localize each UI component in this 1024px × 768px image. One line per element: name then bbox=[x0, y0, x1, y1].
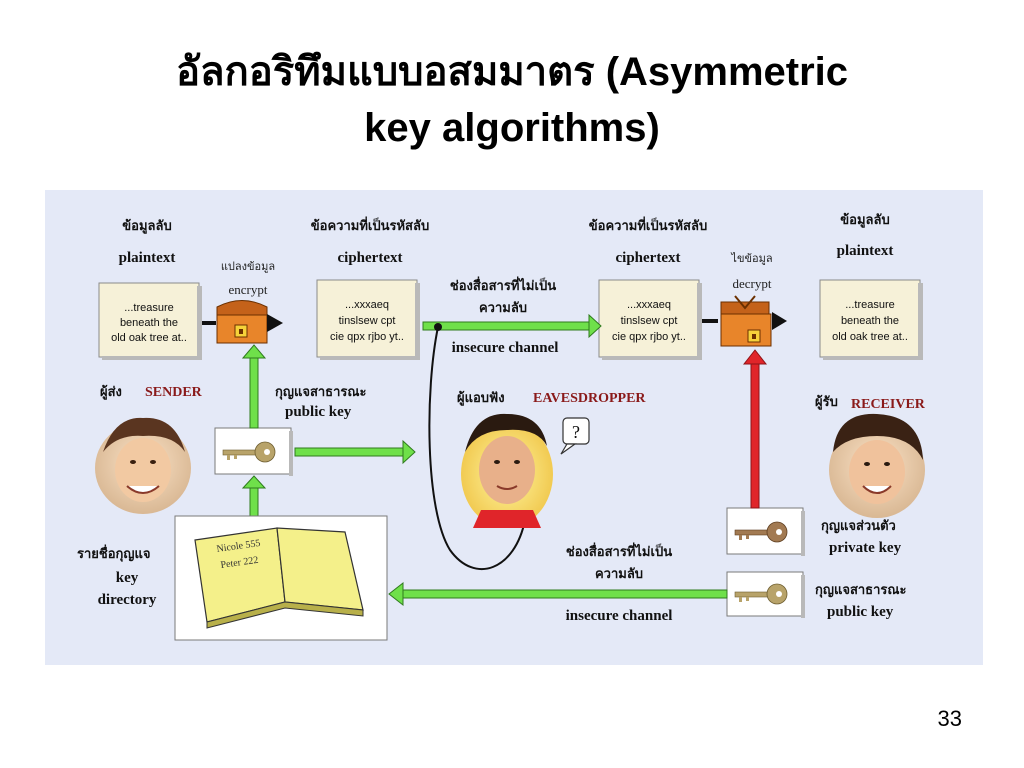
ciphertext-left-line-2: tinslsew cpt bbox=[339, 315, 396, 327]
public-key-receiver-thai: กุญแจสาธารณะ bbox=[815, 583, 906, 598]
plaintext-right-line-1: ...treasure bbox=[845, 299, 895, 311]
channel-bottom-en: insecure channel bbox=[566, 608, 673, 624]
decrypt-thai: ไขข้อมูล bbox=[730, 252, 772, 265]
ciphertext-left-thai: ข้อความที่เป็นรหัสลับ bbox=[311, 216, 429, 234]
receiver-thai: ผู้รับ bbox=[815, 394, 838, 410]
key-icon bbox=[222, 441, 276, 463]
page-number: 33 bbox=[937, 706, 962, 731]
public-key-sender-en: public key bbox=[285, 404, 352, 420]
channel-bottom-thai-2: ความลับ bbox=[595, 567, 643, 582]
ciphertext-right-en: ciphertext bbox=[616, 250, 681, 266]
tap-point bbox=[434, 323, 442, 331]
eavesdropper-tap-line bbox=[428, 326, 526, 570]
key-directory-thai: รายชื่อกุญแจ bbox=[77, 544, 150, 562]
key-directory-en-2: directory bbox=[98, 592, 157, 608]
key-to-encrypt-arrow bbox=[241, 344, 267, 429]
ciphertext-right-thai: ข้อความที่เป็นรหัสลับ bbox=[589, 216, 707, 234]
sender-thai: ผู้ส่ง bbox=[100, 384, 122, 400]
ciphertext-left-line-3: cie qpx rjbo yt.. bbox=[330, 331, 404, 343]
private-key-en: private key bbox=[829, 540, 902, 556]
title-line-2: key algorithms) bbox=[364, 106, 660, 150]
encrypt-chest-icon bbox=[216, 300, 268, 344]
question-bubble-text: ? bbox=[572, 422, 580, 442]
title-line-1: อัลกอริทึมแบบอสมมาตร (Asymmetric bbox=[175, 50, 849, 94]
plaintext-left-line-2: beneath the bbox=[120, 317, 178, 329]
eavesdropper-thai: ผู้แอบฟัง bbox=[457, 390, 505, 406]
receiver-public-key-icon bbox=[734, 583, 788, 605]
private-key-thai: กุญแจส่วนตัว bbox=[821, 519, 896, 534]
private-key-icon bbox=[734, 521, 788, 543]
plaintext-right-line-2: beneath the bbox=[841, 315, 899, 327]
channel-top-thai-2: ความลับ bbox=[479, 301, 527, 316]
bottom-channel-arrow bbox=[388, 581, 728, 607]
book-line-2: Peter 222 bbox=[220, 555, 259, 571]
ciphertext-left-document: ...xxxaeq tinslsew cpt cie qpx rjbo yt.. bbox=[316, 279, 420, 360]
plaintext-left-document: ...treasure beneath the old oak tree at.… bbox=[98, 282, 202, 360]
key-directory-en-1: key bbox=[116, 570, 139, 586]
eavesdropper-avatar bbox=[461, 413, 553, 528]
encrypt-en: encrypt bbox=[229, 282, 268, 297]
plaintext-right-en: plaintext bbox=[837, 243, 894, 259]
ciphertext-right-line-3: cie qpx rjbo yt.. bbox=[612, 331, 686, 343]
encrypt-thai: แปลงข้อมูล bbox=[221, 260, 275, 273]
sender-en: SENDER bbox=[145, 385, 203, 400]
plaintext-left-en: plaintext bbox=[119, 250, 176, 266]
ciphertext-right-line-1: ...xxxaeq bbox=[627, 299, 671, 311]
plaintext-right-document: ...treasure beneath the old oak tree at.… bbox=[819, 279, 923, 360]
channel-top-en: insecure channel bbox=[452, 340, 559, 356]
plaintext-left-line-3: old oak tree at.. bbox=[111, 332, 187, 344]
public-key-broadcast-arrow bbox=[294, 439, 416, 465]
eavesdropper-en: EAVESDROPPER bbox=[533, 391, 646, 406]
public-key-sender-thai: กุญแจสาธารณะ bbox=[275, 385, 366, 400]
plaintext-left-thai: ข้อมูลลับ bbox=[122, 218, 171, 234]
decrypt-chest-icon bbox=[720, 295, 772, 347]
slide-title: อัลกอริทึมแบบอสมมาตร (Asymmetric key alg… bbox=[40, 44, 984, 156]
public-key-receiver-en: public key bbox=[827, 604, 894, 620]
plaintext-left-line-1: ...treasure bbox=[124, 302, 174, 314]
ciphertext-right-document: ...xxxaeq tinslsew cpt cie qpx rjbo yt.. bbox=[598, 279, 702, 360]
receiver-avatar bbox=[829, 413, 925, 518]
ciphertext-left-line-1: ...xxxaeq bbox=[345, 299, 389, 311]
ciphertext-right-line-2: tinslsew cpt bbox=[621, 315, 678, 327]
sender-avatar bbox=[95, 417, 191, 514]
channel-bottom-thai-1: ช่องสื่อสารที่ไม่เป็น bbox=[566, 542, 672, 560]
key-directory-book-icon: Nicole 555 Peter 222 bbox=[174, 515, 388, 641]
decrypt-en: decrypt bbox=[733, 276, 772, 291]
receiver-en: RECEIVER bbox=[851, 397, 926, 412]
question-bubble-icon: ? bbox=[560, 417, 590, 455]
ciphertext-left-en: ciphertext bbox=[338, 250, 403, 266]
top-channel-arrow bbox=[422, 313, 602, 339]
channel-top-thai-1: ช่องสื่อสารที่ไม่เป็น bbox=[450, 276, 556, 294]
plaintext-right-thai: ข้อมูลลับ bbox=[840, 212, 889, 228]
asymmetric-key-diagram: ข้อมูลลับ plaintext แปลงข้อมูล encrypt ข… bbox=[45, 190, 983, 665]
plaintext-right-line-3: old oak tree at.. bbox=[832, 331, 908, 343]
private-key-to-decrypt-arrow bbox=[742, 349, 768, 509]
top-flow-arrows bbox=[202, 312, 787, 332]
